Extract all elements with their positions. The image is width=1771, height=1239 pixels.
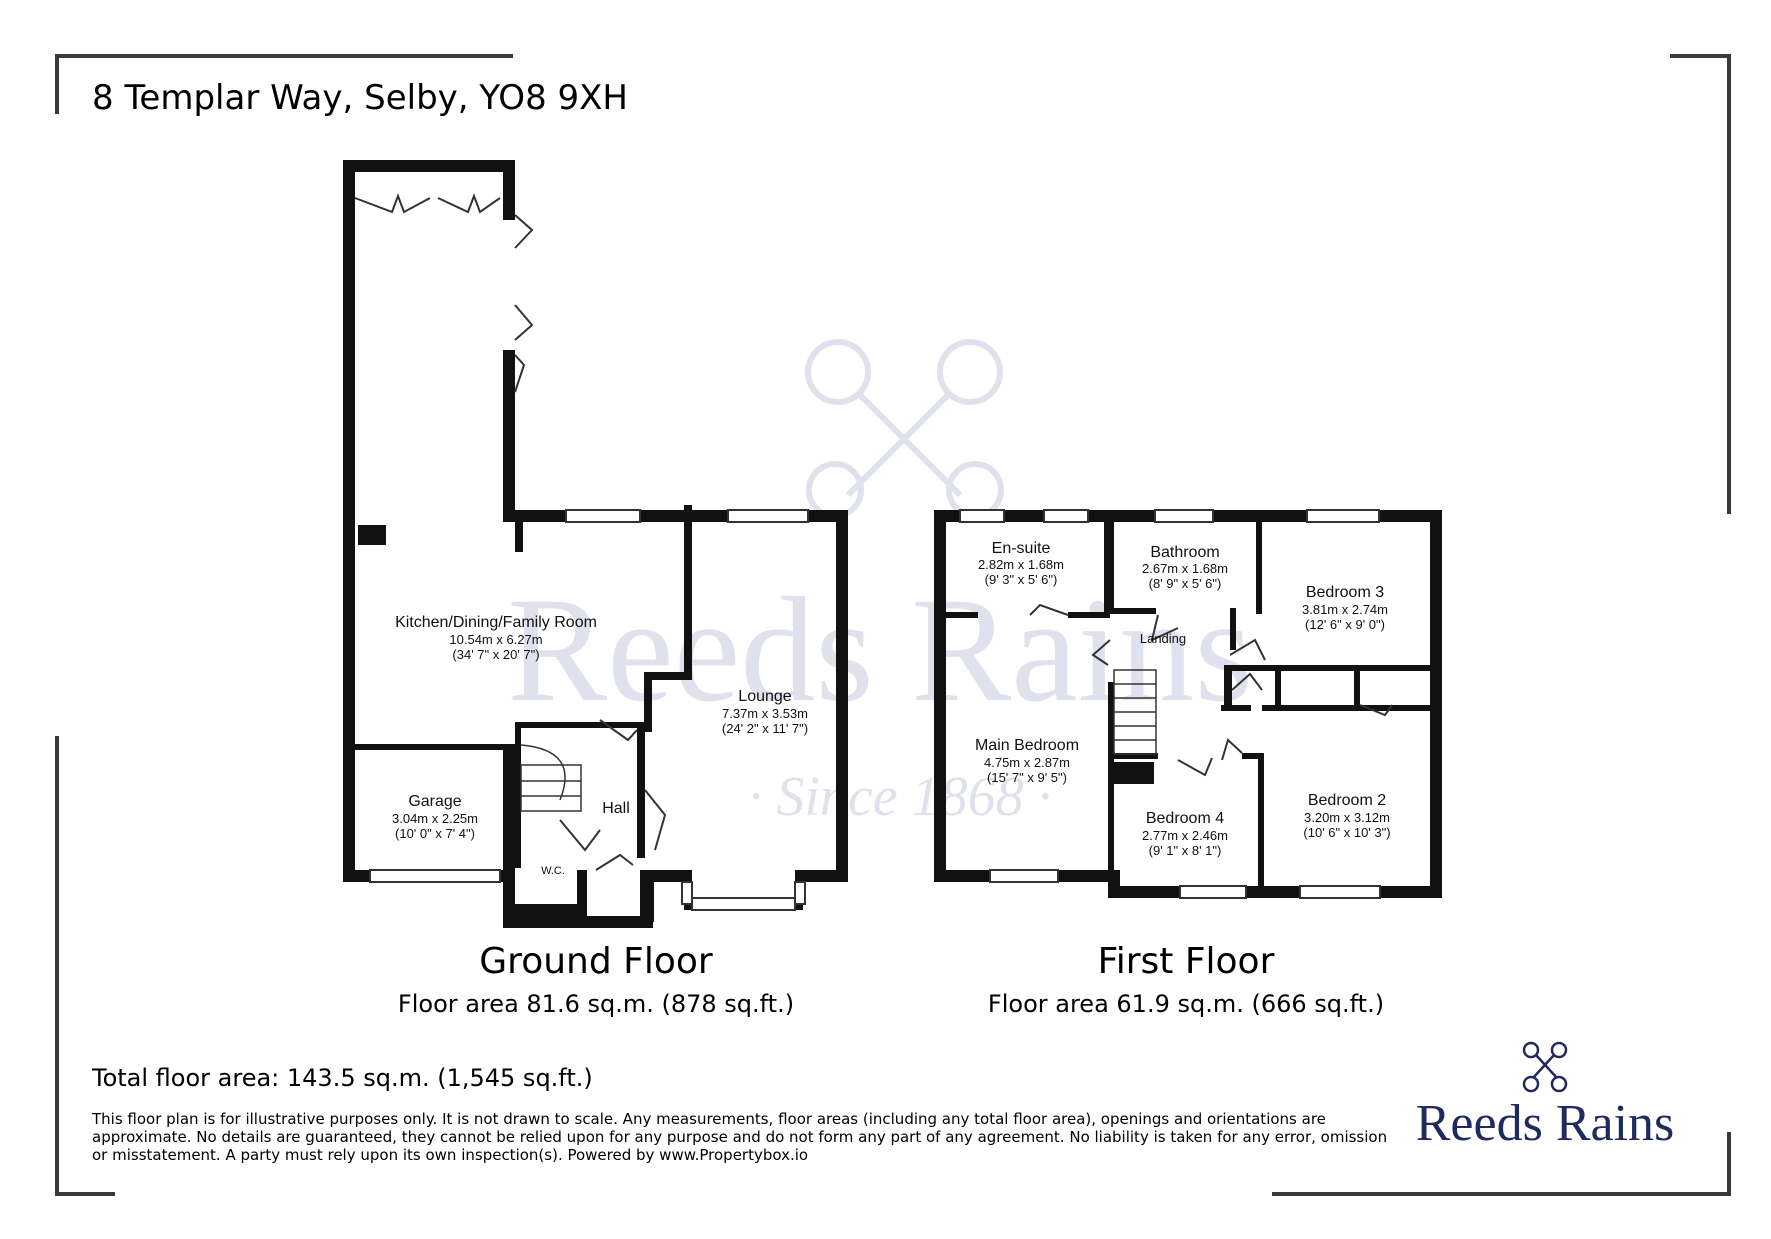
bedroom4-name: Bedroom 4 [1146, 810, 1224, 827]
first-floor-labels: En-suite 2.82m x 1.68m (9' 3" x 5' 6") B… [975, 540, 1391, 858]
bedroom4-imperial: (9' 1" x 8' 1") [1149, 843, 1222, 858]
kitchen-imperial: (34' 7" x 20' 7") [452, 647, 539, 662]
frame-top-right-v [1727, 54, 1731, 514]
bedroom3-imperial: (12' 6" x 9' 0") [1305, 617, 1385, 632]
kitchen-name: Kitchen/Dining/Family Room [395, 614, 597, 631]
first-floor-area: Floor area 61.9 sq.m. (666 sq.ft.) [987, 990, 1385, 1018]
frame-top-left-v [55, 54, 59, 114]
first-floor-windows [959, 509, 1381, 899]
first-floor-doors [1029, 603, 1393, 777]
garage-metric: 3.04m x 2.25m [392, 811, 478, 826]
bathroom-metric: 2.67m x 1.68m [1142, 561, 1228, 576]
total-floor-area: Total floor area: 143.5 sq.m. (1,545 sq.… [92, 1064, 593, 1092]
frame-top-left-h [55, 54, 513, 58]
main-bedroom-metric: 4.75m x 2.87m [984, 755, 1070, 770]
frame-top-right-h [1670, 54, 1731, 58]
garage-name: Garage [408, 793, 461, 810]
bedroom2-name: Bedroom 2 [1308, 792, 1386, 809]
wc-name: W.C. [541, 865, 565, 877]
crossed-keys-icon [1522, 1041, 1568, 1093]
lounge-metric: 7.37m x 3.53m [722, 706, 808, 721]
watermark-tagline: · Since 1868 · [748, 766, 1051, 828]
ensuite-imperial: (9' 3" x 5' 6") [985, 572, 1058, 587]
bedroom4-metric: 2.77m x 2.46m [1142, 828, 1228, 843]
ground-floor-area: Floor area 81.6 sq.m. (878 sq.ft.) [397, 990, 795, 1018]
ground-floor-labels: Kitchen/Dining/Family Room 10.54m x 6.27… [392, 614, 808, 877]
frame-bottom-right-h [1272, 1192, 1731, 1196]
hall-name: Hall [602, 800, 630, 817]
bedroom2-metric: 3.20m x 3.12m [1304, 810, 1390, 825]
watermark-brand: Reeds Rains [507, 567, 1253, 733]
ensuite-name: En-suite [992, 540, 1051, 557]
bedroom2-imperial: (10' 6" x 10' 3") [1303, 825, 1390, 840]
first-floor-stairs [1113, 669, 1157, 755]
ground-floor-doors [354, 193, 667, 871]
kitchen-metric: 10.54m x 6.27m [449, 632, 542, 647]
watermark: Reeds Rains · Since 1868 · [507, 339, 1253, 828]
main-bedroom-imperial: (15' 7" x 9' 5") [987, 770, 1067, 785]
bedroom3-metric: 3.81m x 2.74m [1302, 602, 1388, 617]
garage-imperial: (10' 0" x 7' 4") [395, 826, 475, 841]
ground-floor-stairs [520, 744, 582, 812]
frame-bottom-right-v [1727, 1132, 1731, 1196]
property-address: 8 Templar Way, Selby, YO8 9XH [92, 78, 628, 118]
landing-name: Landing [1140, 631, 1186, 646]
frame-left-v [55, 736, 59, 1196]
lounge-imperial: (24' 2" x 11' 7") [722, 721, 808, 736]
bathroom-name: Bathroom [1150, 544, 1219, 561]
main-bedroom-name: Main Bedroom [975, 737, 1079, 754]
first-floor-title: First Floor [1097, 941, 1275, 982]
bathroom-imperial: (8' 9" x 5' 6") [1149, 576, 1222, 591]
frame-bottom-left-h [55, 1192, 115, 1196]
lounge-name: Lounge [738, 688, 791, 705]
ground-floor-windows [369, 509, 809, 911]
ground-floor-title: Ground Floor [479, 941, 713, 982]
reeds-rains-logo: Reeds Rains [1405, 1040, 1685, 1152]
watermark-keys-icon [805, 339, 1004, 519]
bedroom3-name: Bedroom 3 [1306, 584, 1384, 601]
logo-text: Reeds Rains [1415, 1095, 1675, 1152]
ensuite-metric: 2.82m x 1.68m [978, 557, 1064, 572]
disclaimer: This floor plan is for illustrative purp… [92, 1110, 1388, 1164]
